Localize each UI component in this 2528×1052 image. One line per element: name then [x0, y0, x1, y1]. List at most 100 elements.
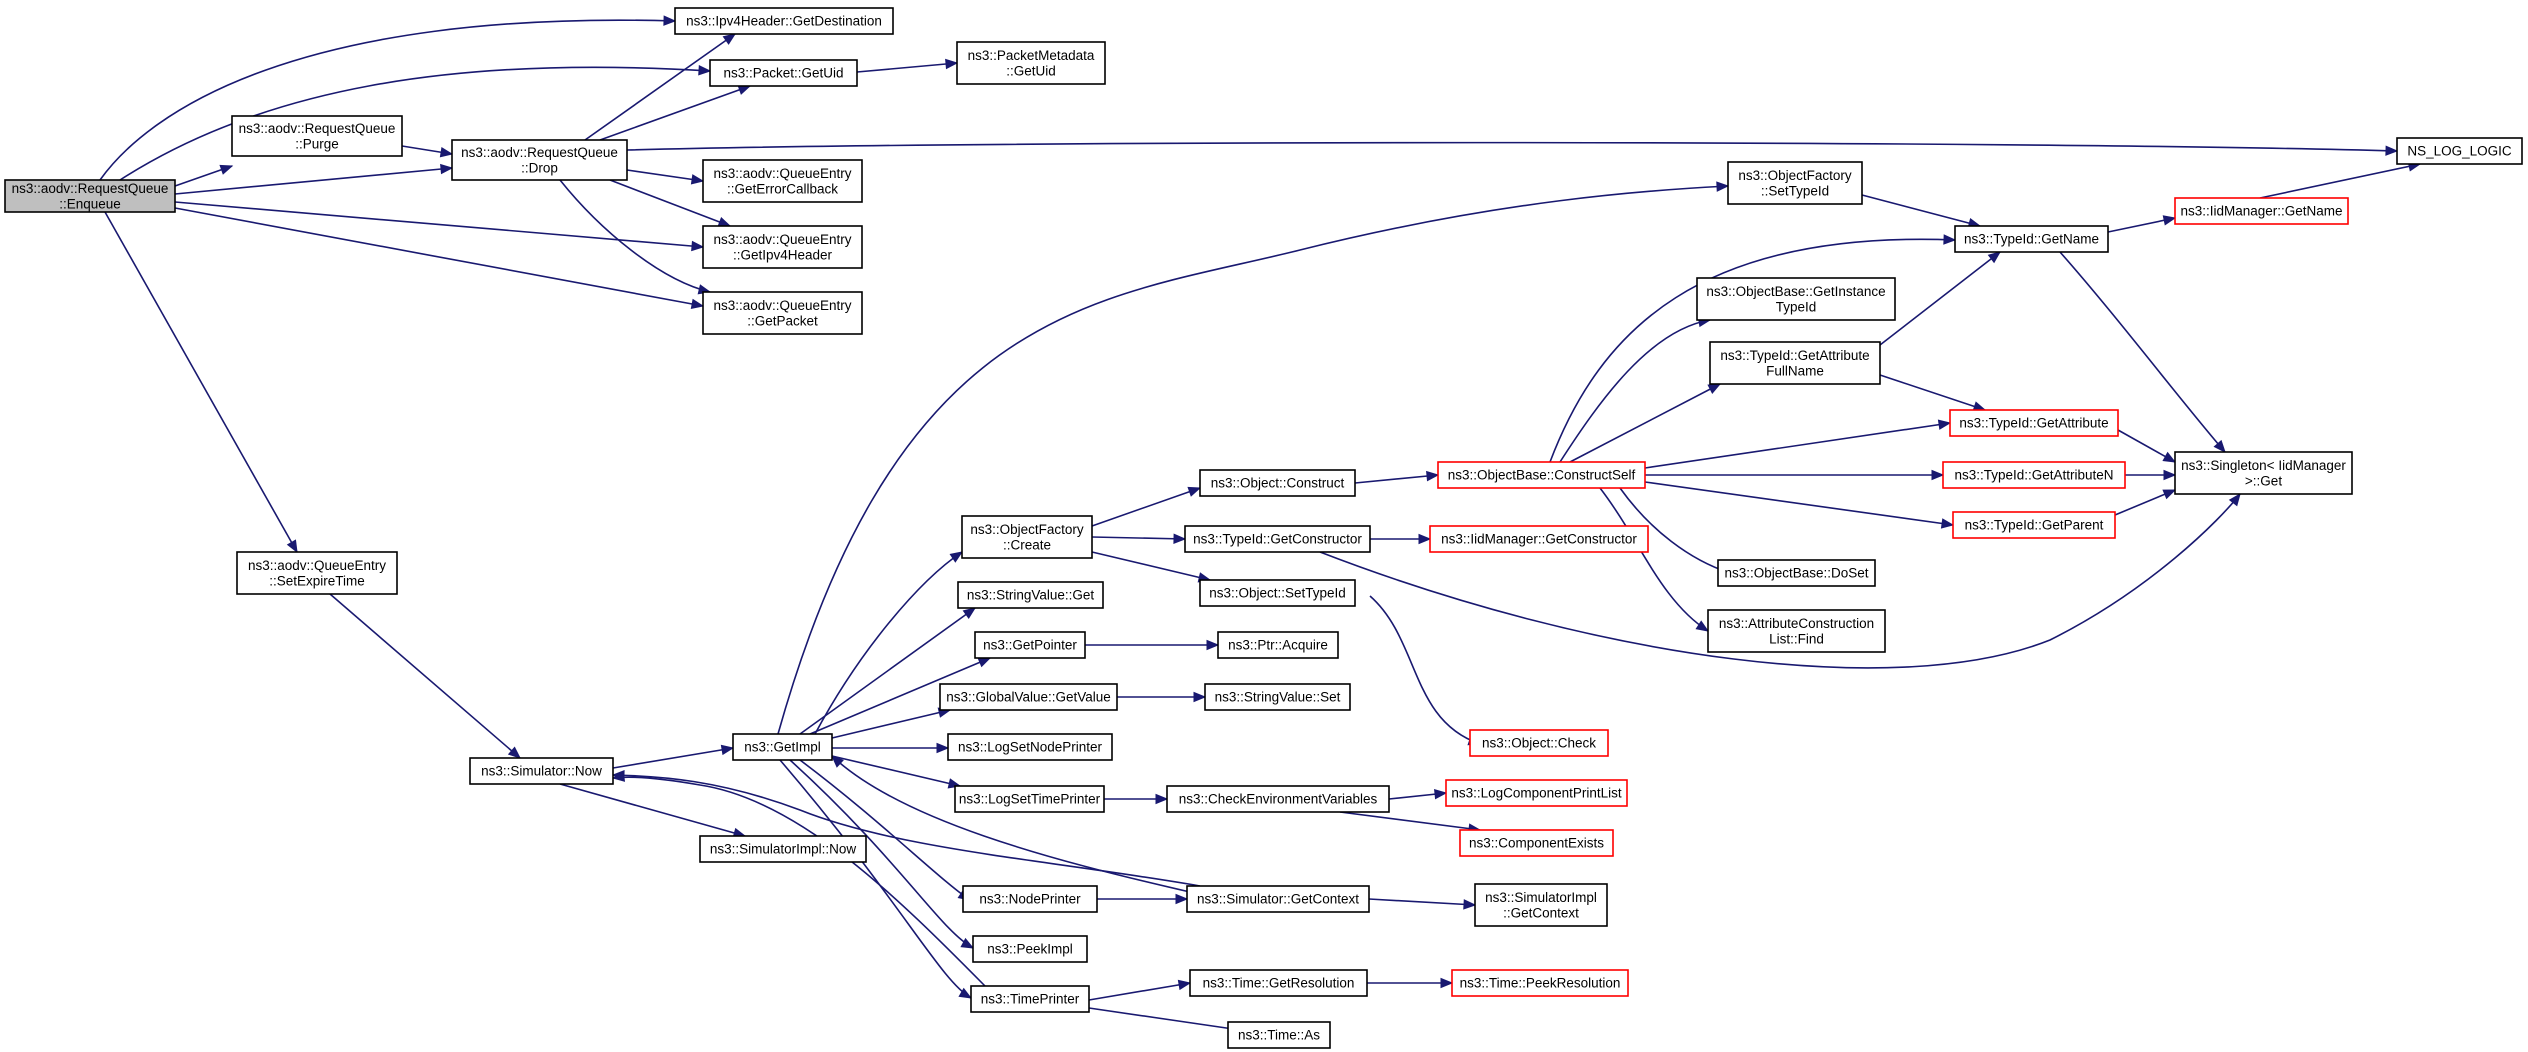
node-logcomp[interactable]: ns3::LogComponentPrintList: [1445, 779, 1628, 807]
node-box: [1204, 683, 1351, 711]
edge-getimpl-to-timeprinter: [779, 759, 973, 999]
node-label: ns3::Object::SetTypeId: [1209, 586, 1346, 601]
edge-purge-to-drop: [401, 145, 454, 158]
node-label: ns3::aodv::QueueEntry: [713, 298, 851, 313]
edge-getimpl-to-lognode: [832, 742, 950, 754]
node-iidgetname[interactable]: ns3::IidManager::GetName: [2174, 197, 2349, 225]
node-label: ns3::ComponentExists: [1469, 836, 1604, 851]
node-iidctor[interactable]: ns3::IidManager::GetConstructor: [1429, 525, 1649, 553]
node-compexists[interactable]: ns3::ComponentExists: [1459, 829, 1614, 857]
node-label: ::SetExpireTime: [269, 573, 365, 588]
node-drop[interactable]: ns3::aodv::RequestQueue::Drop: [451, 139, 628, 181]
node-ipv4dest[interactable]: ns3::Ipv4Header::GetDestination: [674, 7, 894, 35]
edge-constructself-to-tidgetattr: [1644, 419, 1952, 469]
node-timeres[interactable]: ns3::Time::GetResolution: [1189, 969, 1368, 997]
node-box: [1199, 469, 1356, 497]
node-constructself[interactable]: ns3::ObjectBase::ConstructSelf: [1437, 461, 1646, 489]
edge-tidattrfull-to-tidgetname: [1879, 251, 2002, 346]
node-getpointer[interactable]: ns3::GetPointer: [974, 631, 1086, 659]
node-label: ns3::Simulator::Now: [481, 764, 602, 779]
node-strget[interactable]: ns3::StringValue::Get: [957, 581, 1104, 609]
nodes-layer: ns3::aodv::RequestQueue::Enqueue ns3::Ipv…: [4, 7, 2523, 1049]
arrowhead: [936, 742, 950, 754]
arrowhead: [691, 240, 705, 252]
edge-line: [329, 593, 521, 759]
node-ofcreate[interactable]: ns3::ObjectFactory::Create: [961, 515, 1093, 559]
node-tidgetattr[interactable]: ns3::TypeId::GetAttribute: [1949, 409, 2119, 437]
node-getpacket[interactable]: ns3::aodv::QueueEntry::GetPacket: [702, 291, 863, 335]
node-getimpl[interactable]: ns3::GetImpl: [732, 733, 833, 761]
arrowhead: [949, 551, 964, 563]
node-tidgetname[interactable]: ns3::TypeId::GetName: [1954, 225, 2109, 253]
node-checkenv[interactable]: ns3::CheckEnvironmentVariables: [1166, 785, 1390, 813]
edge-drop-to-ipv4dest: [584, 33, 737, 141]
arrowhead: [2385, 145, 2399, 156]
arrowhead: [2162, 451, 2177, 463]
node-label: ns3::Object::Check: [1482, 736, 1596, 751]
arrowhead: [663, 15, 677, 26]
node-label: ns3::aodv::QueueEntry: [248, 558, 386, 573]
node-label: ns3::GlobalValue::GetValue: [946, 690, 1111, 705]
edge-iidgetname-to-nslog: [2259, 161, 2422, 199]
node-tidgetattrn[interactable]: ns3::TypeId::GetAttributeN: [1942, 461, 2126, 489]
node-pmuid[interactable]: ns3::PacketMetadata::GetUid: [956, 41, 1106, 85]
node-timeas[interactable]: ns3::Time::As: [1227, 1021, 1331, 1049]
node-objcheck[interactable]: ns3::Object::Check: [1469, 729, 1609, 757]
node-gvget[interactable]: ns3::GlobalValue::GetValue: [939, 683, 1118, 711]
node-box: [1952, 511, 2116, 539]
node-simctx[interactable]: ns3::Simulator::GetContext: [1186, 885, 1370, 913]
node-setexpire[interactable]: ns3::aodv::QueueEntry::SetExpireTime: [236, 551, 398, 595]
node-strset[interactable]: ns3::StringValue::Set: [1204, 683, 1351, 711]
node-singleton[interactable]: ns3::Singleton< IidManager>::Get: [2174, 451, 2353, 495]
node-label: ns3::StringValue::Get: [967, 588, 1095, 603]
node-box: [1949, 409, 2119, 437]
node-label: ns3::SimulatorImpl::Now: [710, 842, 857, 857]
node-peekimpl[interactable]: ns3::PeekImpl: [972, 935, 1088, 963]
node-enqueue[interactable]: ns3::aodv::RequestQueue::Enqueue: [4, 179, 176, 213]
node-simimplctx[interactable]: ns3::SimulatorImpl::GetContext: [1474, 883, 1608, 927]
node-objconstruct[interactable]: ns3::Object::Construct: [1199, 469, 1356, 497]
edge-getimpl-to-gvget: [831, 707, 952, 739]
node-label: ns3::aodv::RequestQueue: [12, 181, 169, 196]
node-label: ns3::Time::GetResolution: [1203, 976, 1355, 991]
node-label: NS_LOG_LOGIC: [2407, 144, 2512, 159]
edge-line: [559, 783, 746, 837]
node-objsettype[interactable]: ns3::Object::SetTypeId: [1199, 579, 1356, 607]
arrowhead: [1987, 251, 2002, 264]
node-simnow[interactable]: ns3::Simulator::Now: [469, 757, 614, 785]
node-simimplnow[interactable]: ns3::SimulatorImpl::Now: [699, 835, 867, 863]
arrowhead: [286, 539, 298, 554]
node-lognode[interactable]: ns3::LogSetNodePrinter: [947, 733, 1113, 761]
node-box: [1166, 785, 1390, 813]
edge-tidattrfull-to-tidgetattr: [1879, 374, 1987, 412]
edge-objconstruct-to-constructself: [1354, 470, 1440, 484]
edge-line: [1354, 474, 1439, 484]
edge-line: [599, 85, 751, 141]
edge-line: [626, 141, 2398, 152]
node-timeprinter[interactable]: ns3::TimePrinter: [970, 985, 1090, 1013]
node-box: [974, 631, 1086, 659]
node-errcb[interactable]: ns3::aodv::QueueEntry::GetErrorCallback: [702, 159, 863, 203]
node-peekres[interactable]: ns3::Time::PeekResolution: [1451, 969, 1629, 997]
edge-line: [1644, 481, 1954, 526]
node-getipv4[interactable]: ns3::aodv::QueueEntry::GetIpv4Header: [702, 225, 863, 269]
node-logtime[interactable]: ns3::LogSetTimePrinter: [954, 785, 1105, 813]
node-purge[interactable]: ns3::aodv::RequestQueue::Purge: [231, 115, 403, 157]
node-box: [236, 551, 398, 595]
node-nodeprinter[interactable]: ns3::NodePrinter: [962, 885, 1098, 913]
node-obdoset[interactable]: ns3::ObjectBase::DoSet: [1717, 559, 1876, 587]
node-tidgetctor[interactable]: ns3::TypeId::GetConstructor: [1184, 525, 1371, 553]
node-ofsettype[interactable]: ns3::ObjectFactory::SetTypeId: [1727, 161, 1863, 205]
edge-line: [1644, 422, 1951, 469]
edge-simnow-to-simimplnow: [559, 783, 747, 838]
node-nslog[interactable]: NS_LOG_LOGIC: [2396, 137, 2523, 165]
node-box: [954, 785, 1105, 813]
node-ptracquire[interactable]: ns3::Ptr::Acquire: [1217, 631, 1339, 659]
node-tidgetparent[interactable]: ns3::TypeId::GetParent: [1952, 511, 2116, 539]
node-label: ns3::ObjectFactory: [1738, 168, 1852, 183]
node-getuid[interactable]: ns3::Packet::GetUid: [709, 59, 858, 87]
